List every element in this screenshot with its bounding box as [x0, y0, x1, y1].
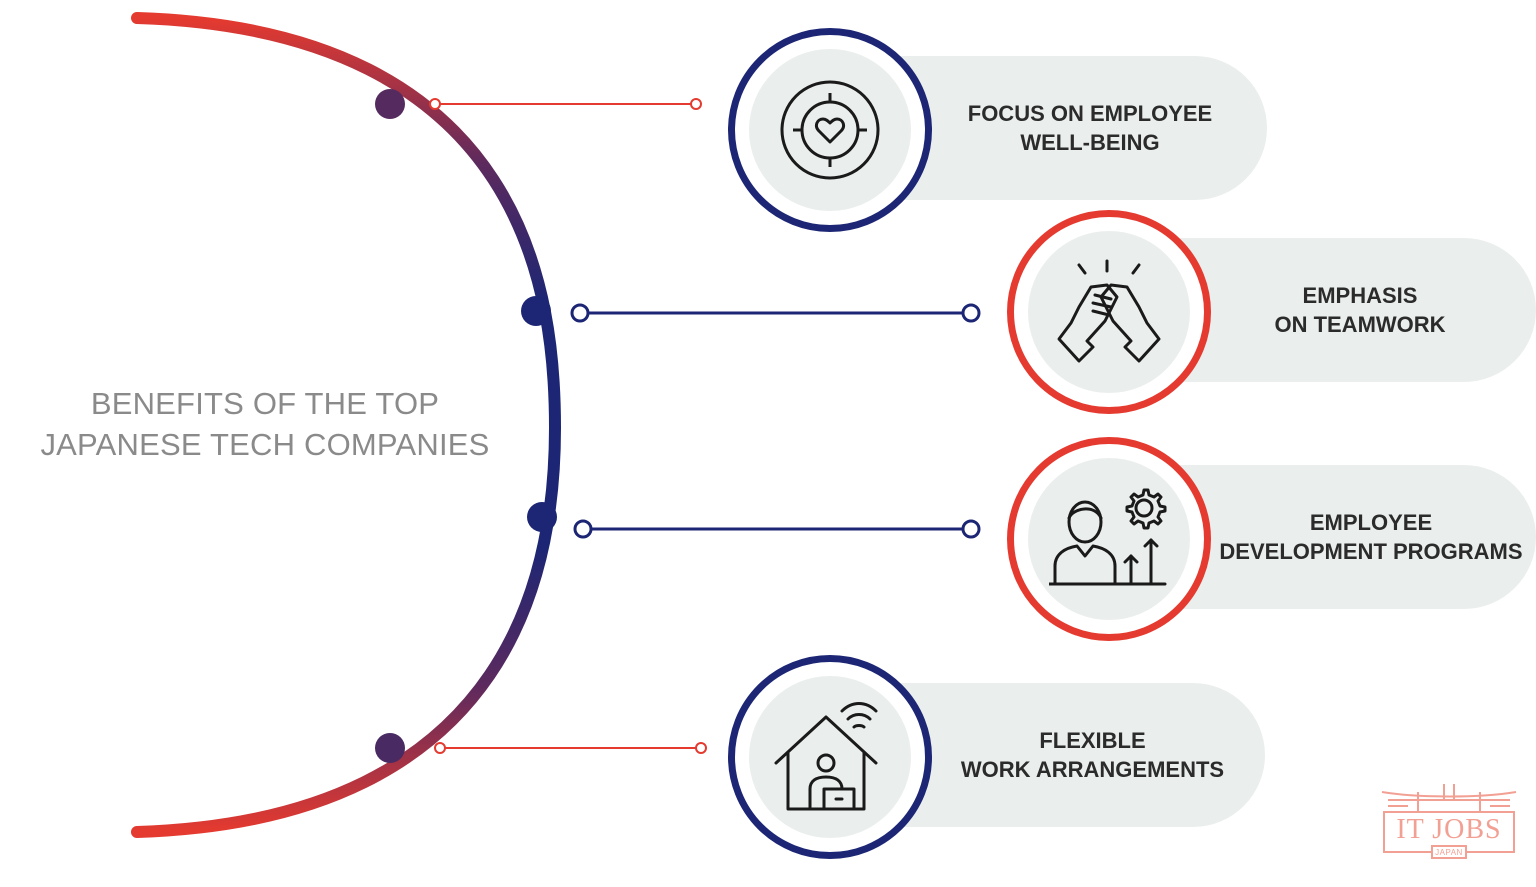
torii-gate-icon	[1381, 784, 1517, 859]
title-line-2: JAPANESE TECH COMPANIES	[40, 427, 490, 462]
arc-node-3	[527, 502, 557, 532]
home-office-wifi-icon	[774, 702, 878, 811]
arc-node-4	[375, 733, 405, 763]
benefit-label-3: EMPLOYEE DEVELOPMENT PROGRAMS	[1219, 510, 1523, 564]
benefit-ring-4	[728, 655, 932, 859]
title-line-1: BENEFITS OF THE TOP	[90, 386, 440, 421]
main-arc	[131, 12, 562, 838]
person-growth-gear-icon	[1049, 488, 1167, 586]
benefit-ring-2	[1007, 210, 1211, 414]
logo-subtext: JAPAN	[1435, 848, 1463, 857]
benefit-label-4: FLEXIBLE WORK ARRANGEMENTS	[960, 728, 1225, 782]
benefit-ring-1	[728, 28, 932, 232]
arc-node-2	[521, 296, 551, 326]
diagram-title: BENEFITS OF THE TOP JAPANESE TECH COMPAN…	[20, 383, 510, 465]
it-jobs-logo: IT JOBS JAPAN	[1378, 782, 1520, 862]
logo-text: IT JOBS	[1396, 814, 1502, 845]
arc-node-1	[375, 89, 405, 119]
benefit-label-2: EMPHASIS ON TEAMWORK	[1274, 283, 1446, 337]
handshake-icon	[1057, 259, 1161, 363]
benefit-label-1: FOCUS ON EMPLOYEE WELL-BEING	[967, 101, 1213, 155]
benefit-ring-3	[1007, 437, 1211, 641]
target-heart-icon	[780, 80, 880, 180]
